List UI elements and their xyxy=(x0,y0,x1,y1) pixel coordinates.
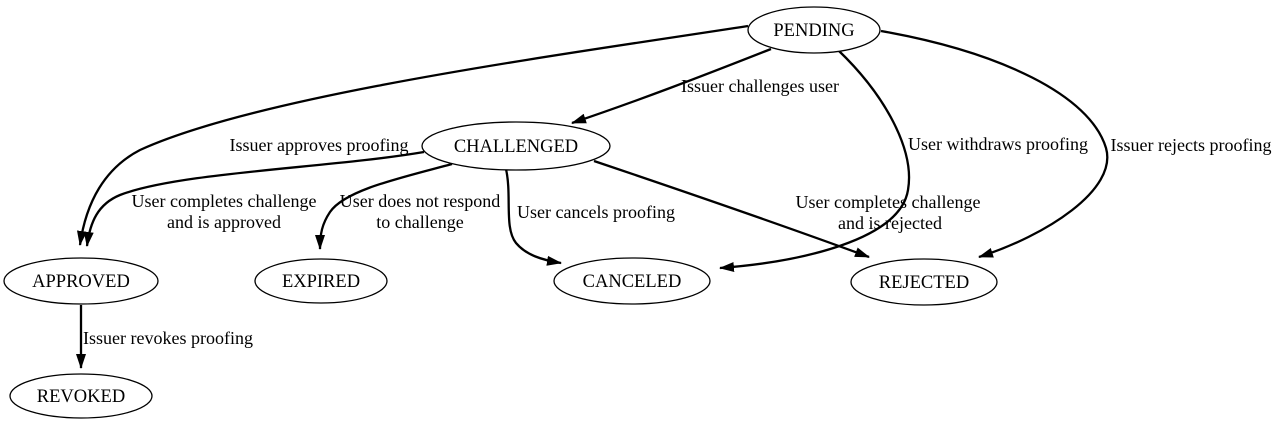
nodes: PENDING CHALLENGED APPROVED EXPIRED CANC… xyxy=(3,6,998,419)
node-challenged: CHALLENGED xyxy=(421,121,611,171)
node-revoked-ellipse xyxy=(9,373,153,419)
node-revoked-label: REVOKED xyxy=(37,387,125,407)
node-challenged-ellipse xyxy=(421,121,611,171)
node-approved-label: APPROVED xyxy=(32,272,130,292)
edge-label-line: and is approved xyxy=(167,212,281,232)
edge-challenged-expired xyxy=(315,162,453,250)
node-approved-ellipse xyxy=(3,257,159,305)
edges xyxy=(76,24,1109,369)
edge-label-user-completes-approved: User completes challenge and is approved xyxy=(132,191,317,232)
node-challenged-label: CHALLENGED xyxy=(454,137,578,157)
edge-label-user-cancels-proofing: User cancels proofing xyxy=(517,202,675,222)
node-revoked: REVOKED xyxy=(9,373,153,419)
edge-labels: Issuer challenges user Issuer approves p… xyxy=(83,76,1271,348)
edge-challenged-rejected xyxy=(593,159,870,259)
node-rejected: REJECTED xyxy=(850,258,998,306)
node-approved: APPROVED xyxy=(3,257,159,305)
edge-label-issuer-revokes-proofing: Issuer revokes proofing xyxy=(83,328,253,348)
node-canceled-ellipse xyxy=(553,257,711,305)
edge-pending-approved xyxy=(76,24,749,246)
node-canceled-label: CANCELED xyxy=(583,272,682,292)
edge-label-line: User completes challenge xyxy=(132,191,317,211)
edge-label-user-withdraws-proofing: User withdraws proofing xyxy=(908,134,1088,154)
edge-pending-rejected xyxy=(880,29,1109,259)
node-expired: EXPIRED xyxy=(254,258,388,304)
edge-label-line: and is rejected xyxy=(838,213,942,233)
edge-label-issuer-challenges-user: Issuer challenges user xyxy=(681,76,839,96)
edge-challenged-canceled xyxy=(504,168,562,266)
edge-label-user-does-not-respond: User does not respond to challenge xyxy=(340,191,500,232)
edge-label-line: to challenge xyxy=(376,212,463,232)
node-canceled: CANCELED xyxy=(553,257,711,305)
node-expired-ellipse xyxy=(254,258,388,304)
node-pending-ellipse xyxy=(747,6,881,54)
edge-label-user-completes-rejected: User completes challenge and is rejected xyxy=(796,192,981,233)
node-pending: PENDING xyxy=(747,6,881,54)
edge-label-line: User does not respond xyxy=(340,191,500,211)
node-pending-label: PENDING xyxy=(773,21,854,41)
edge-label-line: User completes challenge xyxy=(796,192,981,212)
edge-label-issuer-rejects-proofing: Issuer rejects proofing xyxy=(1111,135,1272,155)
edge-label-issuer-approves-proofing: Issuer approves proofing xyxy=(230,135,409,155)
edge-pending-challenged xyxy=(571,47,772,125)
node-rejected-label: REJECTED xyxy=(879,273,969,293)
node-expired-label: EXPIRED xyxy=(282,272,360,292)
edge-challenged-approved xyxy=(83,150,425,247)
edge-pending-canceled xyxy=(719,49,911,272)
node-rejected-ellipse xyxy=(850,258,998,306)
